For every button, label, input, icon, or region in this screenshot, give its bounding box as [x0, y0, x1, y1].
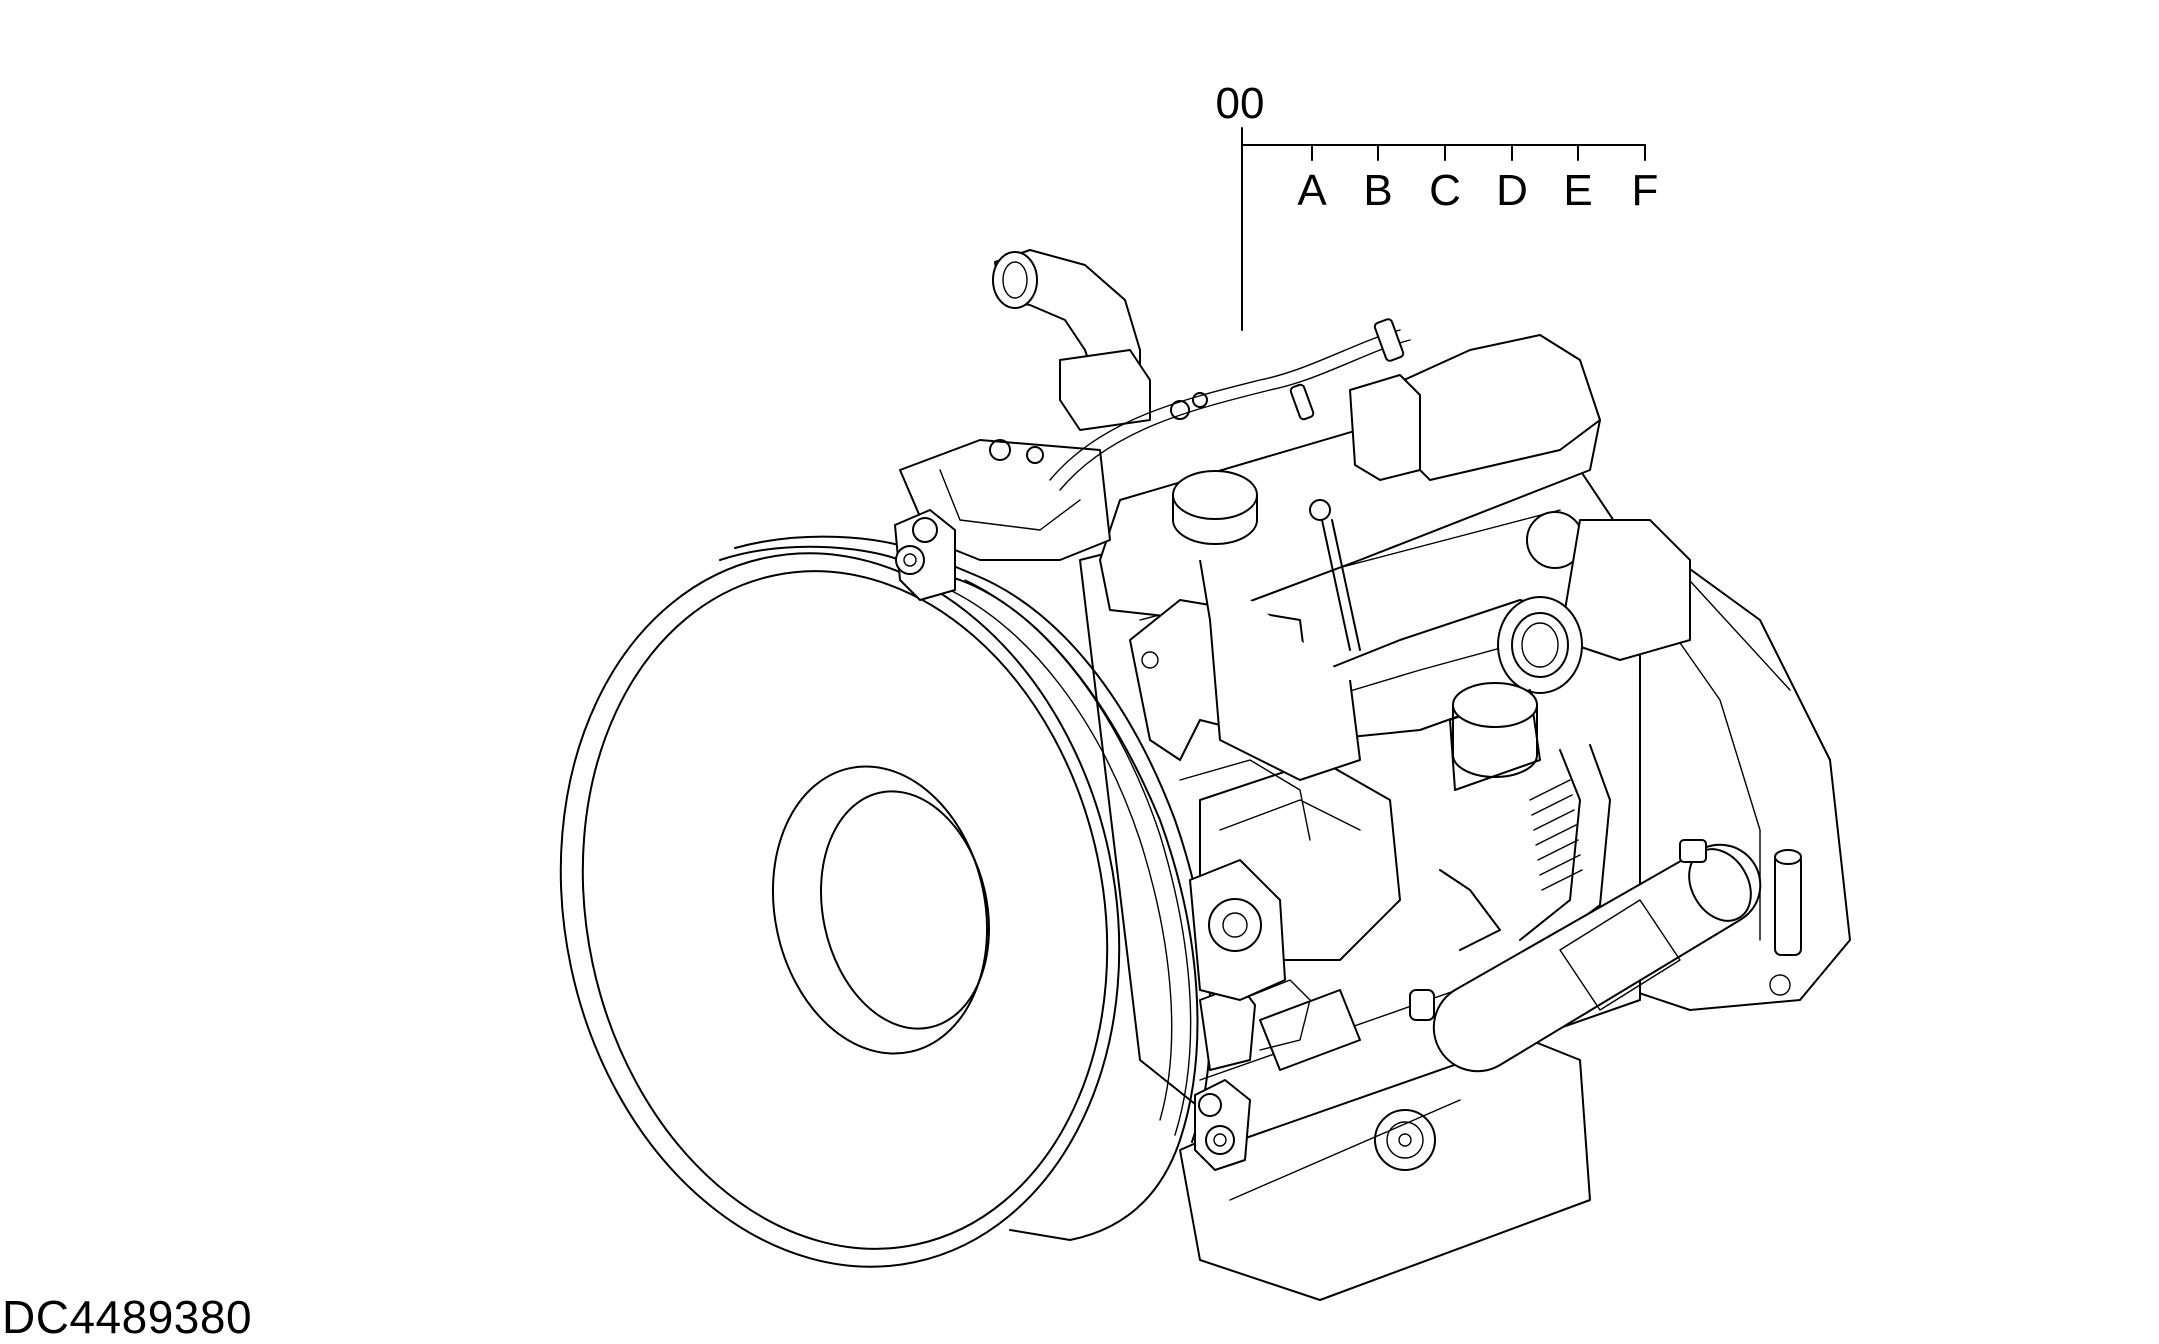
flywheel-housing	[559, 509, 1311, 1268]
callout-variant-a: A	[1297, 166, 1327, 215]
callout-variant-b: B	[1363, 166, 1392, 215]
callout-variant-d: D	[1496, 166, 1528, 215]
callout-main: 00	[1216, 79, 1265, 128]
coil-spring	[1529, 779, 1583, 891]
callout-variant-e: E	[1563, 166, 1592, 215]
callout-variant-c: C	[1429, 166, 1461, 215]
callout-leader	[1241, 127, 1646, 331]
callout-variant-f: F	[1632, 166, 1659, 215]
document-id: DC4489380	[2, 1291, 253, 1343]
